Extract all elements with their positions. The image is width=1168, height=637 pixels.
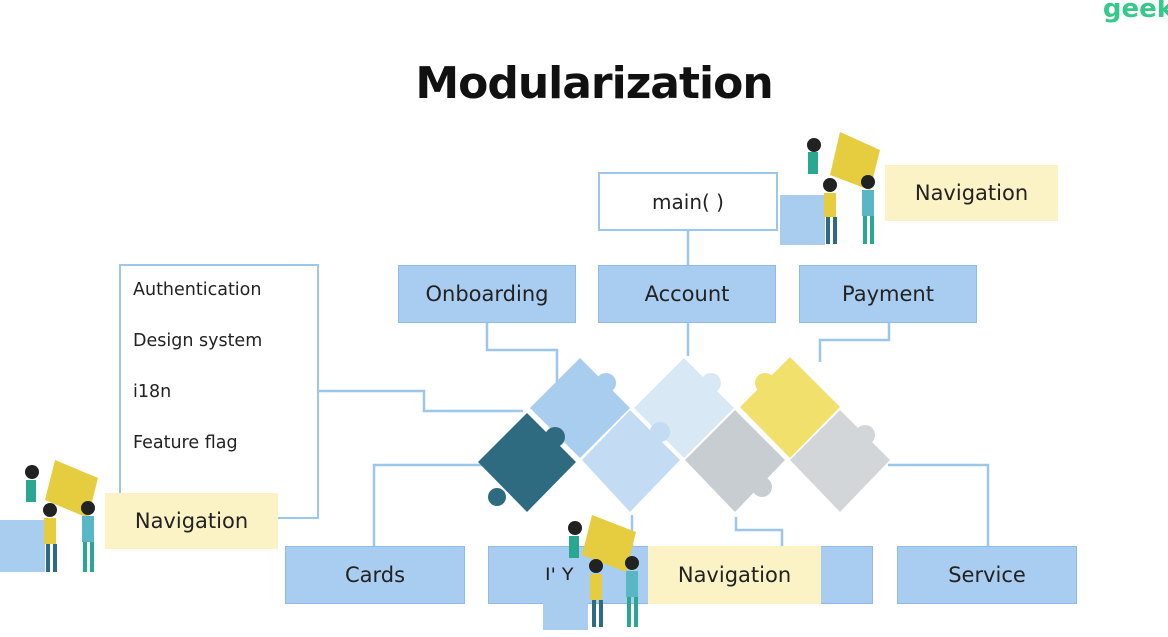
list-item-feature-flag: Feature flag (133, 433, 238, 453)
list-item-authentication: Authentication (133, 280, 262, 300)
module-service: Service (897, 546, 1077, 604)
module-payment: Payment (799, 265, 977, 323)
puzzle-knob-1 (596, 373, 616, 393)
list-item-i18n: i18n (133, 382, 172, 402)
navigation-label-bottom: Navigation (648, 546, 821, 604)
navigation-label-top: Navigation (885, 165, 1058, 221)
brand-logo: geek (1102, 0, 1168, 24)
puzzle-knob-5 (752, 477, 772, 497)
line-nav2-puzzle (734, 517, 784, 546)
module-cards: Cards (285, 546, 465, 604)
puzzle-knob-2 (650, 422, 670, 442)
module-onboarding: Onboarding (398, 265, 576, 323)
puzzle-knob-dark (488, 488, 506, 506)
puzzle-knob-3 (701, 373, 721, 393)
navigation-label-left: Navigation (105, 493, 278, 549)
puzzle-piece-grey-1 (685, 410, 785, 512)
line-onboarding-puzzle (485, 323, 559, 382)
main-function-box: main( ) (598, 172, 778, 231)
line-payment-puzzle (818, 323, 891, 362)
list-item-design-system: Design system (133, 331, 263, 351)
puzzle-knob-6 (855, 425, 875, 445)
module-account: Account (598, 265, 776, 323)
puzzle-knob-7 (545, 427, 565, 447)
line-list-puzzle (319, 389, 523, 413)
page-title: Modularization (415, 58, 773, 109)
puzzle-knob-4 (755, 373, 775, 393)
line-service-puzzle (888, 463, 990, 546)
line-cards-puzzle (372, 463, 487, 546)
shared-modules-list: Authentication Design system i18n Featur… (119, 264, 319, 519)
